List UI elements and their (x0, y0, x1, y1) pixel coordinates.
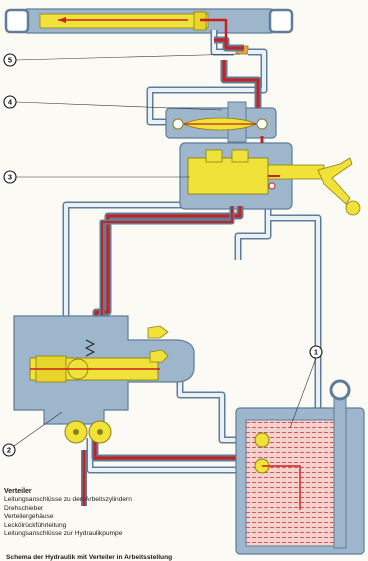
check-valve-block (165, 101, 277, 143)
working-cylinder (4, 8, 294, 55)
callout-1: 1 (314, 348, 318, 357)
pressure-lines (76, 18, 264, 506)
figure-caption: Schema der Hydraulik mit Verteiler in Ar… (6, 554, 173, 561)
legend: Verteiler Leitungsanschlüsse zu den Arbe… (4, 488, 244, 539)
callout-5: 5 (8, 56, 12, 65)
callout-4: 4 (8, 98, 13, 107)
legend-line: Leitungsanschlüsse zur Hydraulikpumpe (4, 530, 123, 538)
callout-2: 2 (7, 446, 11, 455)
oil-tank (235, 379, 365, 555)
pump-housing (13, 315, 195, 444)
legend-line: Leitungsanschlüsse zu den Arbeitszylinde… (4, 496, 132, 503)
legend-line: Verteilergehäuse (4, 513, 54, 521)
callout-3: 3 (8, 173, 12, 182)
callouts: 5 4 3 2 1 (2, 53, 323, 457)
legend-line: Leckölrückführleitung (4, 521, 67, 529)
legend-title: Verteiler (4, 488, 32, 495)
distributor (179, 142, 361, 216)
return-lines (62, 30, 322, 474)
legend-line: Drehschieber (4, 504, 44, 512)
